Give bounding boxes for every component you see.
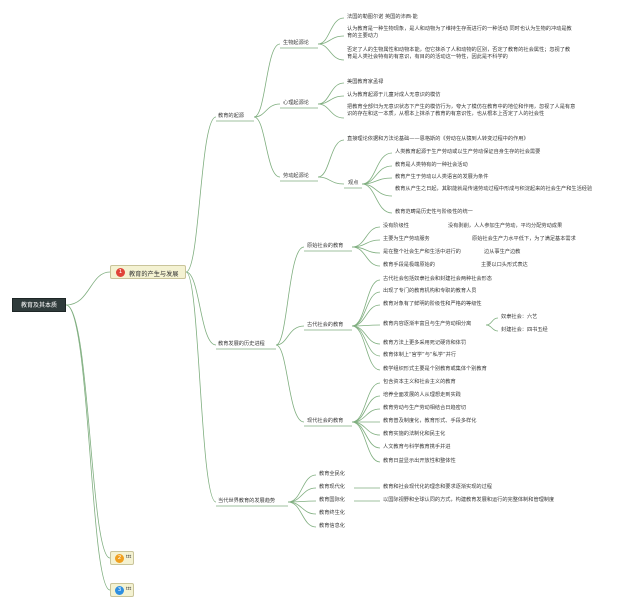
leaf-node[interactable]: 教育信息化: [319, 523, 345, 529]
leaf-node[interactable]: 教育国际化: [319, 497, 345, 503]
number-badge: 2: [115, 554, 124, 563]
leaf-node[interactable]: 直接理论依据和方法论基础——恩格斯的《劳动在从猿到人转变过程中的作用》: [347, 136, 529, 142]
topic-label: ttt: [126, 587, 132, 592]
branch-bio-origin[interactable]: 生物起源论: [283, 40, 309, 46]
leaf-detail[interactable]: 以国际视野和全球认同的方式，构建教育发展和运行的完整体制和管理制度: [383, 497, 555, 503]
leaf-node[interactable]: 教育内容逐渐丰富且与生产劳动相分离: [383, 321, 472, 327]
leaf-detail[interactable]: 奴隶社会：六艺: [501, 314, 538, 320]
leaf-detail[interactable]: 封建社会：四书五经: [501, 327, 548, 333]
topic-node-3[interactable]: 3 ttt: [110, 583, 134, 597]
leaf-node[interactable]: 培养全面发展的人从理想走到实践: [383, 392, 461, 398]
leaf-node[interactable]: 教育普及制度化，教育形式、手段多样化: [383, 418, 477, 424]
branch-ancient[interactable]: 古代社会的教育: [307, 322, 344, 328]
topic-label: 教育的产生与发展: [129, 271, 179, 278]
leaf-node[interactable]: 教育劳动与生产劳动相结合日趋密切: [383, 405, 467, 411]
leaf-detail[interactable]: 教育和社会现代化的理念和要求逐渐实现的过程: [383, 484, 492, 490]
leaf-node[interactable]: 教育方法上更多采用死记硬背和体罚: [383, 340, 467, 346]
branch-modern[interactable]: 现代社会的教育: [307, 418, 344, 424]
leaf-node[interactable]: 认为教育是一种生物现象，是人和动物为了维持生存而进行的一种活动 同时也认为生物的…: [347, 26, 572, 39]
leaf-detail[interactable]: 原始社会生产力水平低下，为了满足基本需求: [472, 236, 576, 242]
leaf-node[interactable]: 人类教育起源于生产劳动或以生产劳动保证自身生存的社会需要: [395, 149, 541, 155]
leaf-node[interactable]: 没有阶级性: [383, 223, 409, 229]
branch-origin[interactable]: 教育的起源: [218, 113, 244, 119]
root-node[interactable]: 教育及其本质: [12, 298, 66, 312]
topic-label: ttt: [126, 555, 132, 560]
leaf-node[interactable]: 教育手段是极端原始的: [383, 262, 435, 268]
topic-node-2[interactable]: 2 ttt: [110, 551, 134, 565]
leaf-node[interactable]: 主要为生产劳动服务: [383, 236, 430, 242]
leaf-node[interactable]: 是在整个社会生产和生活中进行的: [383, 249, 461, 255]
leaf-node[interactable]: 教育全民化: [319, 471, 345, 477]
leaf-node[interactable]: 教育日益显示出开放性和整体性: [383, 458, 456, 464]
leaf-node[interactable]: 认为教育起源于儿童对成人无意识的模仿: [347, 92, 441, 98]
leaf-node[interactable]: 美国教育家孟禄: [347, 79, 384, 85]
leaf-node[interactable]: 教育现代化: [319, 484, 345, 490]
branch-trends[interactable]: 当代世界教育的发展趋势: [218, 498, 276, 504]
leaf-detail[interactable]: 边从事生产边教: [484, 249, 521, 255]
leaf-node[interactable]: 教育产生于劳动以人类语言的发展为条件: [395, 174, 489, 180]
branch-primitive[interactable]: 原始社会的教育: [307, 243, 344, 249]
leaf-node[interactable]: 教育实施的法制化和民主化: [383, 431, 446, 437]
leaf-node[interactable]: 否定了人的生物属性和动物本能，但它抹杀了人和动物的区别，否定了教育的社会属性；忽…: [347, 47, 571, 60]
branch-psy-origin[interactable]: 心理起源论: [283, 100, 309, 106]
branch-labor-origin[interactable]: 劳动起源论: [283, 173, 309, 179]
leaf-node[interactable]: 人文教育与科学教育携手并进: [383, 444, 451, 450]
number-badge: 1: [116, 268, 125, 277]
leaf-node[interactable]: 教学组织形式主要是个别教育或集体个别教育: [383, 366, 487, 372]
leaf-node[interactable]: 教育体制上“官学”与“私学”并行: [383, 352, 457, 358]
leaf-node[interactable]: 教育范畴是历史性与阶级性的统一: [395, 209, 473, 215]
number-badge: 3: [115, 586, 124, 595]
leaf-node[interactable]: 教育是人类特有的一种社会活动: [395, 162, 468, 168]
leaf-node[interactable]: 古代社会包括奴隶社会和封建社会两种社会形态: [383, 276, 492, 282]
leaf-node[interactable]: 包含资本主义和社会主义的教育: [383, 379, 456, 385]
leaf-node[interactable]: 教育从产生之日起，其职能就是传递劳动过程中形成与积淀起来的社会生产和生活经验: [395, 186, 593, 192]
leaf-node[interactable]: 法国的勒图尔诺 英国的沛西·能: [347, 14, 418, 20]
leaf-node[interactable]: 教育对象有了鲜明的阶级性和严格的等级性: [383, 301, 482, 307]
leaf-detail[interactable]: 主要以口头形式表达: [481, 262, 528, 268]
topic-node-1[interactable]: 1 教育的产生与发展: [110, 265, 186, 279]
leaf-detail[interactable]: 没有剥削，人人参加生产劳动，平均分配劳动成果: [448, 223, 563, 229]
leaf-node[interactable]: 把教育全部归为无意识状态下产生的模仿行为，夸大了模仿在教育中的地位和作用，忽视了…: [347, 104, 576, 117]
leaf-node[interactable]: 出现了专门的教育机构和专职的教育人员: [383, 288, 477, 294]
views-node[interactable]: 观点: [348, 180, 359, 186]
leaf-node[interactable]: 教育终生化: [319, 510, 345, 516]
branch-history[interactable]: 教育发展的历史进程: [218, 341, 265, 347]
